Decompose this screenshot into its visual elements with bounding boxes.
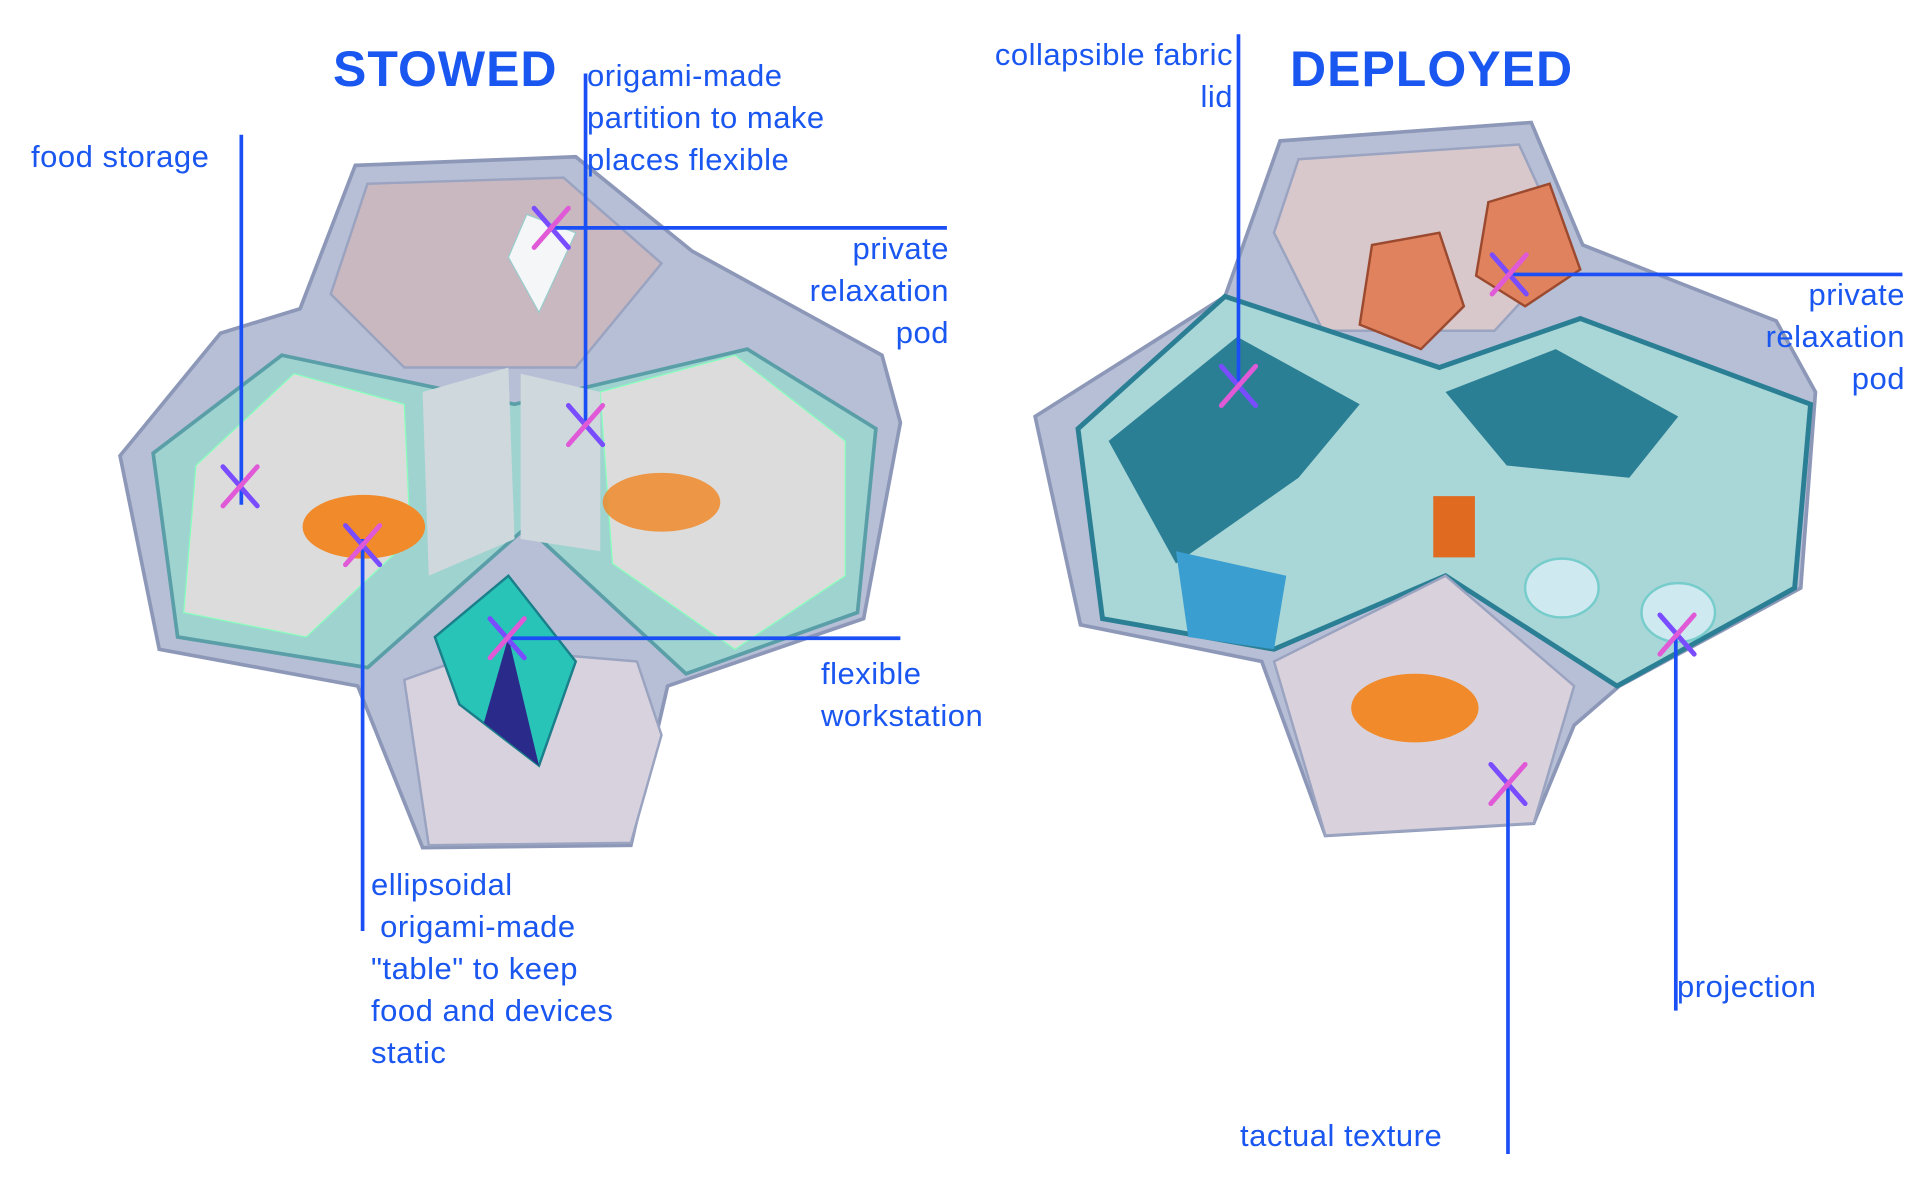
label-line: food storage (31, 139, 210, 174)
label-line: partition to make (587, 100, 825, 135)
label-line: food and devices (371, 993, 614, 1028)
label-partition: origami-made partition to make places flex… (587, 55, 825, 181)
x-marker (1489, 252, 1529, 297)
label-table: ellipsoidal origami-made "table" to keep f… (371, 864, 613, 1074)
deployed-module-illustration (1033, 120, 1818, 838)
label-line: projection (1677, 969, 1817, 1004)
deployed-title: DEPLOYED (1290, 41, 1574, 97)
label-fabric-lid: collapsible fabric lid (995, 34, 1233, 118)
x-marker (1488, 761, 1528, 807)
label-line: workstation (821, 698, 984, 733)
label-workstation: flexible workstation (821, 653, 983, 737)
label-deployed-relaxation-pod: private relaxation pod (1766, 274, 1905, 400)
label-line: "table" to keep (371, 951, 579, 986)
label-line: pod (1851, 361, 1905, 396)
label-projection: projection (1677, 966, 1816, 1008)
label-tactual-texture: tactual texture (1240, 1115, 1442, 1157)
stowed-title: STOWED (333, 41, 558, 97)
label-line: collapsible fabric (994, 37, 1233, 72)
x-marker (1657, 612, 1697, 657)
label-line: origami-made (371, 909, 576, 944)
x-marker (531, 205, 571, 250)
label-line: private (852, 231, 949, 266)
leader-lines (239, 34, 1903, 1154)
label-line: tactual texture (1240, 1118, 1443, 1153)
label-line: relaxation (809, 273, 949, 308)
label-line: relaxation (1765, 319, 1905, 354)
x-markers (220, 205, 1697, 807)
x-marker (487, 616, 527, 661)
label-line: places flexible (587, 142, 790, 177)
label-line: lid (1200, 79, 1233, 114)
label-line: flexible (821, 656, 922, 691)
x-marker (220, 464, 260, 509)
label-line: ellipsoidal (371, 867, 513, 902)
x-marker (343, 523, 383, 568)
label-line: pod (895, 315, 949, 350)
x-marker (565, 403, 606, 448)
stowed-module-illustration (118, 154, 903, 850)
label-line: private (1808, 277, 1905, 312)
label-line: origami-made (587, 58, 783, 93)
x-marker (1218, 363, 1259, 408)
label-line: static (371, 1035, 447, 1070)
label-stowed-relaxation-pod: private relaxation pod (810, 228, 949, 354)
label-food-storage: food storage (31, 136, 209, 178)
